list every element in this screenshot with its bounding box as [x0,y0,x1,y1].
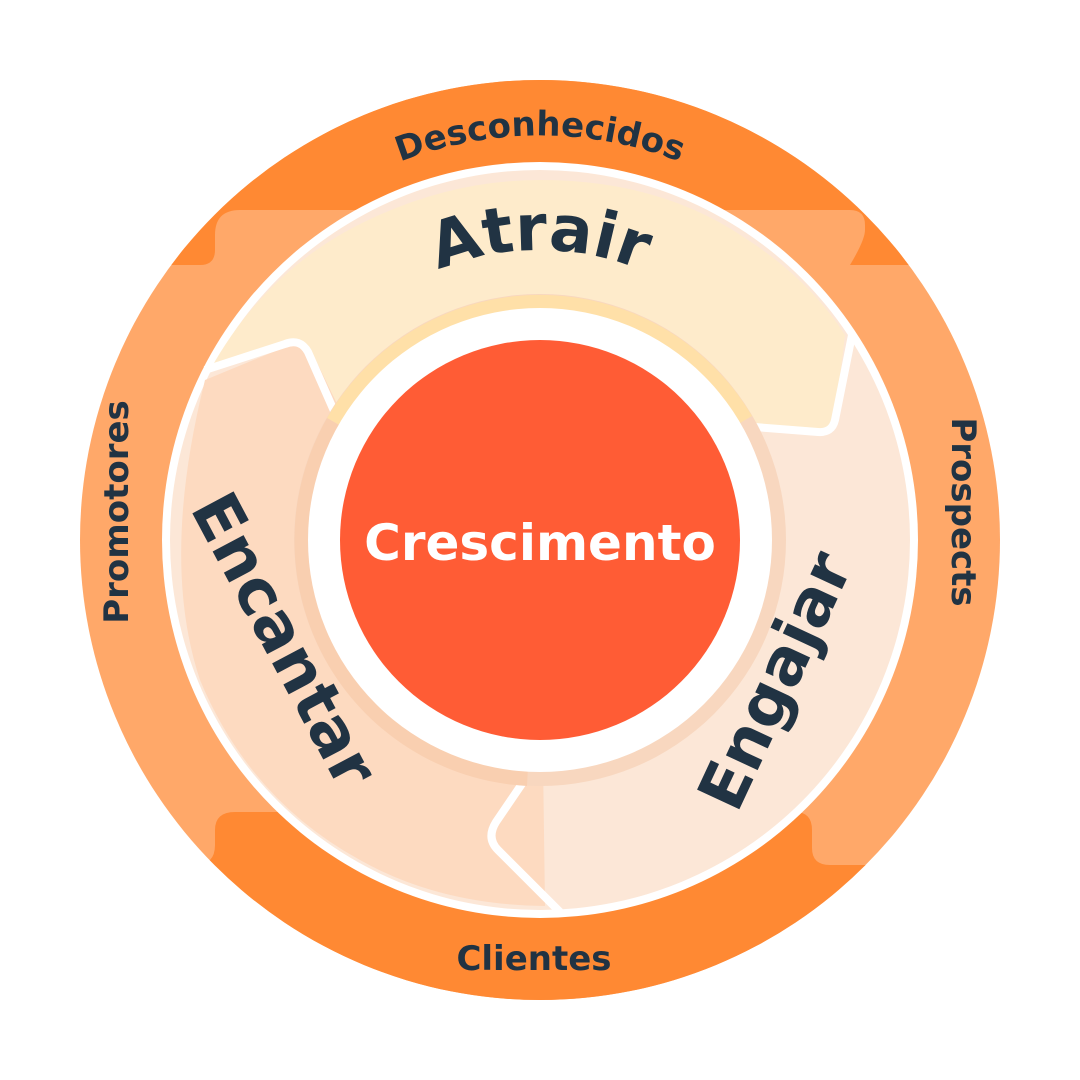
outer-label-prospects: Prospects [943,417,983,606]
center-label: Crescimento [364,514,716,572]
outer-ring-top-band [80,80,1000,265]
center-circle [340,340,740,740]
separator-attract-engage [741,334,856,437]
outer-label-customers: Clientes [456,939,611,979]
separator-engage-delight [487,769,563,915]
outer-ring-bottom-band [80,812,1000,1000]
separator-delight-attract [203,338,342,422]
outer-label-promoters: Promotores [97,400,137,624]
